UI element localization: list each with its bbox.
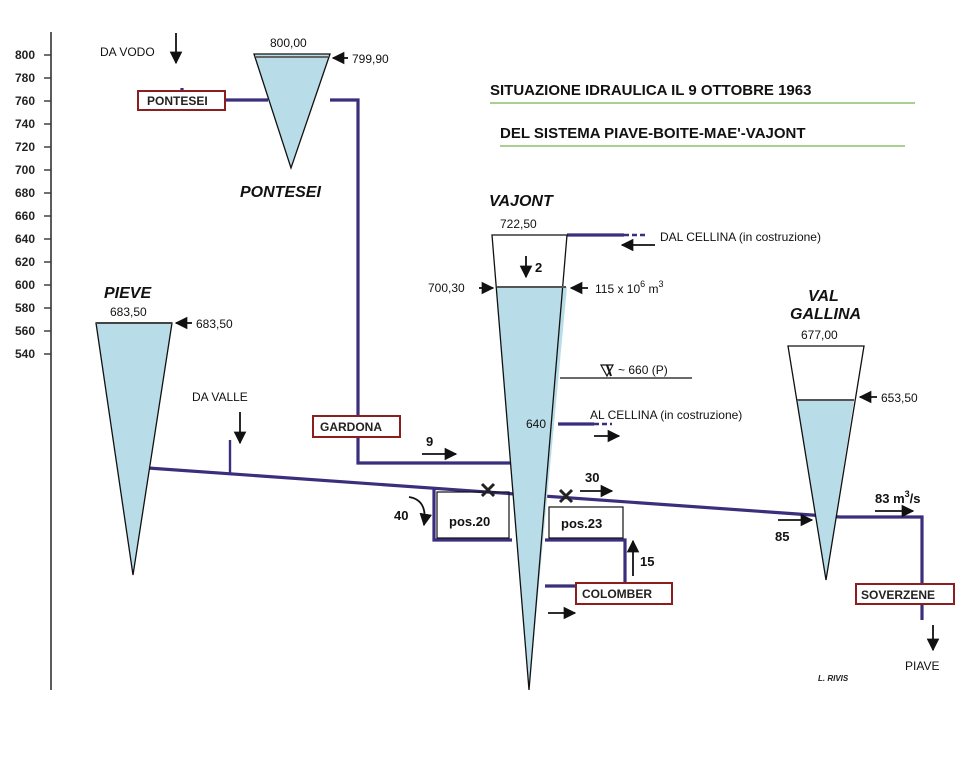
axis-tick-label: 740 bbox=[15, 117, 35, 131]
val-gallina-name-2: GALLINA bbox=[790, 306, 861, 323]
curved-arrow-icon bbox=[408, 496, 433, 527]
al-cellina-label: AL CELLINA (in costruzione) bbox=[590, 408, 742, 422]
valve-cross-icon bbox=[558, 488, 574, 504]
station-gardona: GARDONA bbox=[312, 415, 401, 438]
vajont-outlet-level: 640 bbox=[526, 417, 546, 431]
axis-tick-label: 560 bbox=[15, 324, 35, 338]
axis-tick-label: 800 bbox=[15, 48, 35, 62]
axis-tick-label: 540 bbox=[15, 347, 35, 361]
axis-tick-label: 620 bbox=[15, 255, 35, 269]
vajont-water-level: 700,30 bbox=[428, 281, 465, 295]
outlet-box-pos20: pos.20 bbox=[436, 491, 510, 539]
station-gardona-label: GARDONA bbox=[320, 420, 382, 434]
flow-15: 15 bbox=[640, 554, 654, 569]
author-credit: L. RIVIS bbox=[818, 674, 849, 683]
valve-cross-icon bbox=[480, 482, 496, 498]
val-gallina-max-level: 677,00 bbox=[801, 328, 838, 342]
axis-tick-label: 600 bbox=[15, 278, 35, 292]
station-soverzene: SOVERZENE bbox=[855, 583, 955, 605]
flow-83: 83 m3/s bbox=[875, 489, 921, 506]
station-soverzene-label: SOVERZENE bbox=[861, 588, 935, 602]
pontesei-name: PONTESEI bbox=[240, 184, 321, 201]
title-line-1: SITUAZIONE IDRAULICA IL 9 OTTOBRE 1963 bbox=[490, 82, 811, 99]
station-colomber: COLOMBER bbox=[575, 582, 673, 605]
pieve-water-level: 683,50 bbox=[196, 317, 233, 331]
vajont-volume: 115 x 106 m3 bbox=[595, 279, 664, 296]
axis-tick-label: 700 bbox=[15, 163, 35, 177]
vajont-slide-level: ~ 660 (P) bbox=[618, 363, 668, 377]
axis-tick-label: 680 bbox=[15, 186, 35, 200]
axis-tick-label: 760 bbox=[15, 94, 35, 108]
flow-40: 40 bbox=[394, 508, 408, 523]
flow-9: 9 bbox=[426, 434, 433, 449]
station-pontesei: PONTESEI bbox=[137, 90, 226, 111]
vajont-name: VAJONT bbox=[489, 193, 554, 210]
val-gallina-water-level: 653,50 bbox=[881, 391, 918, 405]
pieve-max-level: 683,50 bbox=[110, 305, 147, 319]
outlet-box-pos23: pos.23 bbox=[548, 506, 624, 539]
station-pontesei-label: PONTESEI bbox=[147, 94, 208, 108]
pieve-name: PIEVE bbox=[104, 285, 152, 302]
vajont-drop: 2 bbox=[535, 260, 542, 275]
pos20-label: pos.20 bbox=[449, 514, 490, 529]
axis-tick-label: 580 bbox=[15, 301, 35, 315]
reservoir-val-gallina: VAL GALLINA 677,00 653,50 bbox=[787, 288, 918, 581]
axis-tick-label: 720 bbox=[15, 140, 35, 154]
da-valle-label: DA VALLE bbox=[192, 390, 248, 404]
station-colomber-label: COLOMBER bbox=[582, 587, 652, 601]
flow-annotations: DA VODO DA VALLE DAL CELLINA (in costruz… bbox=[100, 33, 939, 673]
axis-tick-label: 780 bbox=[15, 71, 35, 85]
vajont-max-level: 722,50 bbox=[500, 217, 537, 231]
reservoir-pieve: PIEVE 683,50 683,50 bbox=[95, 285, 233, 576]
diagram-title: SITUAZIONE IDRAULICA IL 9 OTTOBRE 1963 D… bbox=[490, 82, 915, 147]
val-gallina-name-1: VAL bbox=[808, 288, 839, 305]
elevation-axis: 800 780 760 740 720 700 680 660 640 620 600 580 560 5… bbox=[15, 32, 52, 690]
axis-tick-label: 660 bbox=[15, 209, 35, 223]
title-line-2: DEL SISTEMA PIAVE-BOITE-MAE'-VAJONT bbox=[500, 125, 806, 142]
flow-85: 85 bbox=[775, 529, 789, 544]
pos23-label: pos.23 bbox=[561, 516, 602, 531]
pontesei-max-level: 800,00 bbox=[270, 36, 307, 50]
reservoir-pontesei: 800,00 799,90 PONTESEI bbox=[240, 36, 389, 201]
pontesei-water-level: 799,90 bbox=[352, 52, 389, 66]
piave-label: PIAVE bbox=[905, 659, 939, 673]
da-vodo-label: DA VODO bbox=[100, 45, 155, 59]
dal-cellina-label: DAL CELLINA (in costruzione) bbox=[660, 230, 821, 244]
flow-30: 30 bbox=[585, 470, 599, 485]
axis-tick-label: 640 bbox=[15, 232, 35, 246]
reservoir-vajont: VAJONT 722,50 2 700,30 115 x 106 m3 ~ 66… bbox=[428, 193, 692, 691]
